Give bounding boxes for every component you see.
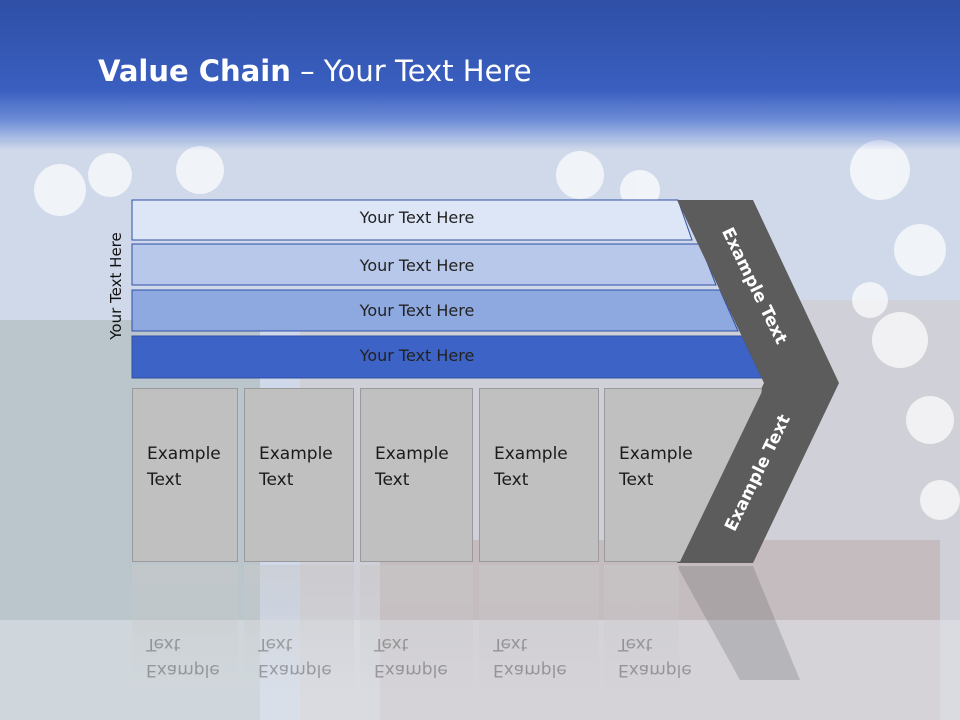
reflection-text-2: Example Text [258, 634, 332, 680]
band-text-1: Your Text Here [359, 208, 475, 227]
support-band-3 [131, 289, 739, 332]
activity-box-3: Example Text [360, 388, 473, 562]
chevron-arrow-reflection [677, 566, 800, 680]
activity-text-2: Example Text [259, 444, 333, 490]
band-text-4: Your Text Here [359, 346, 475, 365]
support-band-1 [131, 199, 693, 241]
activity-text-5: Example Text [619, 444, 693, 490]
slide-title: Value Chain – Your Text Here [98, 54, 532, 88]
activity-reflection-1: Example Text [132, 565, 238, 695]
band-text-3: Your Text Here [359, 301, 475, 320]
activity-reflection-5: Example Text [604, 565, 692, 695]
reflection-text-5: Example Text [618, 634, 692, 680]
activity-text-4: Example Text [494, 444, 568, 490]
title-bold: Value Chain [98, 54, 291, 88]
reflection-text-1: Example Text [146, 634, 220, 680]
title-rest: – Your Text Here [290, 54, 532, 88]
reflection-text-4: Example Text [493, 634, 567, 680]
vertical-label: Your Text Here [107, 232, 125, 340]
activity-reflection-3: Example Text [360, 565, 473, 695]
activity-text-1: Example Text [147, 444, 221, 490]
support-band-2 [131, 243, 717, 286]
chevron-arrow [677, 200, 839, 563]
header-bar [0, 0, 960, 150]
band-text-2: Your Text Here [359, 256, 475, 275]
activity-box-4: Example Text [479, 388, 599, 562]
activity-text-3: Example Text [375, 444, 449, 490]
reflection-text-3: Example Text [374, 634, 448, 680]
activity-box-2: Example Text [244, 388, 354, 562]
activity-reflection-2: Example Text [244, 565, 354, 695]
activity-reflection-4: Example Text [479, 565, 599, 695]
activity-box-1: Example Text [132, 388, 238, 562]
